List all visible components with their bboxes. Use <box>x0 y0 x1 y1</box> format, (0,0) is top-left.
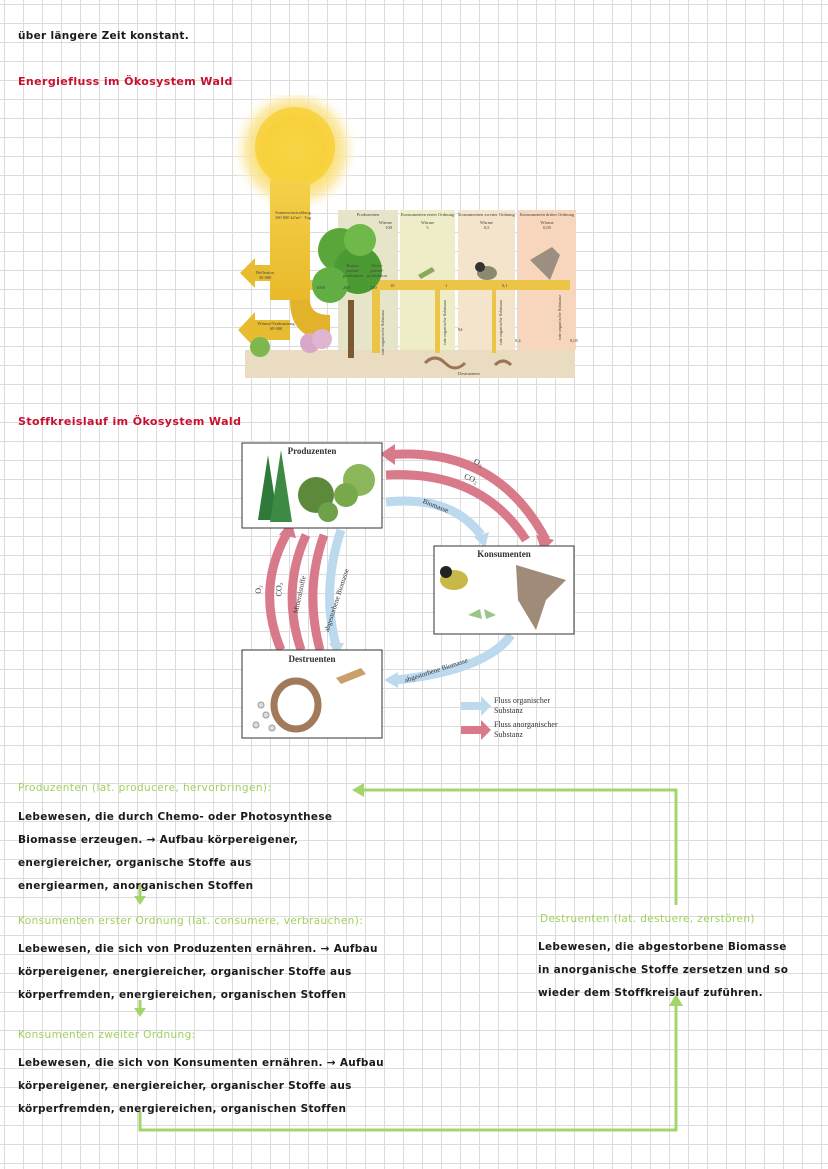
destruenten-label-small: Destruenten <box>458 371 480 376</box>
column-produzenten: Produzenten Wärme 100 <box>356 212 392 230</box>
val-100: 100 <box>370 285 377 290</box>
k2-note-heading: Konsumenten zweiter Ordnung: <box>18 1029 196 1041</box>
column-konsumenten-2: Konsumenten zweiter Ordnung Wärme 0,5 <box>458 212 515 230</box>
cycle-svg <box>241 442 575 740</box>
produzenten-note-heading: Produzenten (lat. producere, hervorbring… <box>18 782 272 794</box>
intro-text: über längere Zeit konstant. <box>18 30 190 42</box>
val-200: 200 <box>343 285 350 290</box>
reflexion-arrow <box>240 258 270 288</box>
column-konsumenten-3: Konsumenten dritter Ordnung Wärme 0,05 <box>519 212 575 230</box>
netto-label: Netto-primär-produktion <box>367 263 387 278</box>
falcon-icon <box>516 565 566 630</box>
k1-note-body: Lebewesen, die sich von Produzenten ernä… <box>18 943 378 1001</box>
k1-note-heading: Konsumenten erster Ordnung (lat. consume… <box>18 915 364 927</box>
bottom-val-3: 0,05 <box>570 338 578 343</box>
destruenten-title: Destruenten <box>288 654 336 664</box>
val-1000: 1000 <box>316 285 325 290</box>
sunlight-beam <box>270 180 310 300</box>
between-val-2: 1 <box>445 283 448 288</box>
legend-inorganic-arrow <box>461 720 491 740</box>
produzenten-note-body: Lebewesen, die durch Chemo- oder Photosy… <box>18 811 333 892</box>
insect-icon <box>418 267 435 279</box>
between-val-1: 10 <box>390 283 395 288</box>
moth-icon <box>468 609 496 619</box>
destruenten-note-body: Lebewesen, die abgestorbene Biomasse in … <box>538 941 789 999</box>
energy-flow-svg <box>230 85 576 378</box>
destruenten-note-heading: Destruenten (lat. destuere, zerstören) <box>540 913 755 925</box>
brutto-label: Brutto-primär-produktion <box>343 263 363 278</box>
k2-note-body: Lebewesen, die sich von Konsumenten ernä… <box>18 1057 384 1115</box>
cycle-heading: Stoffkreislauf im Ökosystem Wald <box>18 415 242 428</box>
konsumenten-title: Konsumenten <box>477 549 531 559</box>
waerme-arrow <box>238 312 290 348</box>
produzenten-title: Produzenten <box>287 446 337 456</box>
bottom-val-2: 0,4 <box>515 338 521 343</box>
cycle-figure: Produzenten Konsumenten Destruenten O₂ C… <box>236 440 586 745</box>
column-konsumenten-1: Konsumenten erster Ordnung Wärme 5 <box>400 212 455 230</box>
woodlouse-icon <box>336 668 366 684</box>
energy-heading: Energiefluss im Ökosystem Wald <box>18 75 233 88</box>
bottom-val-1: 94 <box>458 327 463 332</box>
ground <box>245 350 575 378</box>
legend-organic-arrow <box>461 696 491 716</box>
falcon-icon <box>530 247 560 280</box>
between-val-3: 0,1 <box>502 283 508 288</box>
sun-icon <box>255 107 335 187</box>
worm-icon <box>270 677 322 733</box>
